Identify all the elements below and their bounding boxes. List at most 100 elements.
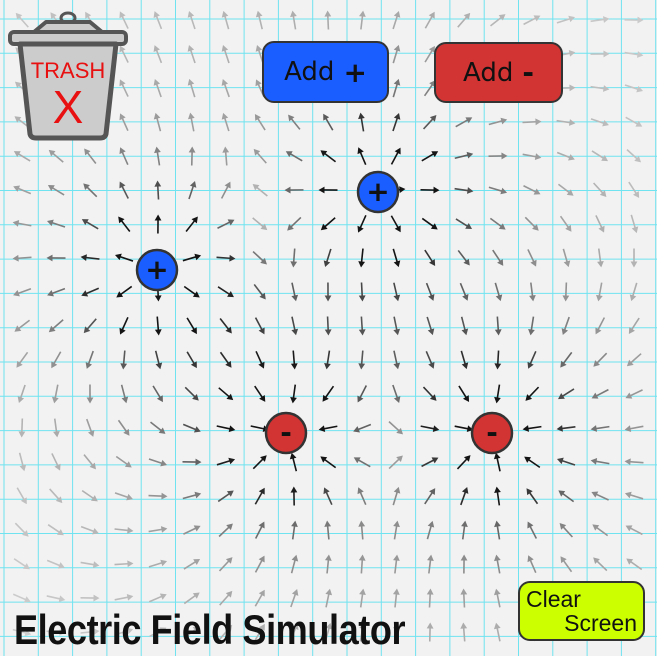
field-arrow: [353, 457, 371, 468]
field-arrow: [359, 588, 366, 608]
page-title: Electric Field Simulator: [14, 606, 406, 653]
field-arrow: [182, 423, 201, 433]
field-arrow: [182, 458, 202, 466]
field-arrow: [457, 12, 471, 28]
field-arrow: [154, 180, 162, 200]
field-arrow: [289, 623, 299, 642]
field-arrow: [524, 216, 539, 231]
field-arrow: [624, 491, 644, 500]
field-arrow: [46, 254, 66, 262]
field-arrow: [358, 282, 366, 302]
field-arrow: [12, 628, 32, 637]
field-arrow: [423, 80, 436, 97]
field-arrow: [527, 555, 537, 574]
field-arrow: [457, 249, 470, 266]
field-arrow: [291, 282, 299, 302]
field-arrow: [488, 117, 508, 126]
trash-icon[interactable]: TRASH X: [8, 11, 128, 141]
field-arrow: [392, 112, 401, 132]
field-arrow: [254, 521, 265, 539]
field-arrow: [324, 282, 332, 302]
charge-sign-label: +: [366, 175, 389, 208]
add-negative-label: Add: [463, 57, 514, 88]
field-arrow: [46, 219, 66, 228]
field-arrow: [323, 487, 333, 506]
field-arrow: [47, 524, 64, 536]
field-arrow: [392, 384, 401, 403]
field-arrow: [150, 421, 166, 434]
add-positive-label: Add: [284, 57, 335, 87]
field-arrow: [152, 385, 163, 403]
field-arrow: [628, 181, 640, 198]
field-arrow: [318, 425, 338, 432]
field-arrow: [358, 316, 366, 336]
field-arrow: [593, 352, 608, 367]
field-arrow: [494, 282, 503, 302]
field-arrow: [420, 186, 440, 194]
field-arrow: [51, 351, 62, 369]
field-arrow: [83, 454, 96, 470]
field-arrow: [80, 594, 100, 602]
field-arrow: [559, 522, 573, 538]
field-arrow: [115, 253, 134, 262]
field-arrow: [48, 149, 64, 163]
field-arrow: [255, 10, 263, 30]
add-positive-button[interactable]: Add +: [262, 41, 389, 103]
field-arrow: [393, 316, 401, 336]
field-arrow: [12, 254, 32, 262]
field-arrow: [455, 218, 473, 230]
clear-screen-button[interactable]: Clear Screen: [518, 581, 645, 641]
field-arrow: [186, 317, 197, 335]
field-arrow: [287, 216, 302, 231]
field-arrow: [186, 351, 197, 369]
field-arrow: [254, 385, 266, 402]
field-arrow: [80, 628, 100, 636]
field-arrow: [426, 520, 435, 540]
field-arrow: [357, 385, 368, 403]
negative-charge[interactable]: -: [264, 411, 308, 455]
field-arrow: [254, 589, 265, 607]
field-arrow: [217, 286, 234, 298]
field-arrow: [625, 389, 643, 399]
field-arrow: [494, 554, 501, 574]
field-arrow: [460, 588, 468, 608]
field-arrow: [187, 78, 196, 98]
field-arrow: [221, 44, 230, 64]
positive-charge[interactable]: +: [135, 248, 179, 292]
field-arrow: [154, 350, 163, 370]
field-arrow: [492, 249, 504, 266]
field-arrow: [426, 622, 434, 642]
field-arrow: [454, 151, 474, 160]
field-arrow: [218, 557, 233, 572]
field-arrow: [114, 593, 134, 601]
field-arrow: [220, 181, 231, 199]
field-arrow: [219, 624, 233, 640]
field-arrow: [358, 350, 366, 370]
field-arrow: [153, 11, 163, 30]
field-arrow: [624, 51, 644, 58]
field-arrow: [494, 384, 501, 404]
field-arrow: [13, 185, 32, 195]
field-arrow: [80, 254, 100, 261]
field-arrow: [625, 525, 643, 536]
field-arrow: [290, 486, 298, 506]
field-arrow: [222, 146, 230, 166]
field-arrow: [458, 385, 470, 403]
field-arrow: [460, 622, 468, 642]
charges-layer[interactable]: + + - -: [135, 170, 514, 455]
field-arrow: [221, 79, 230, 98]
trash-label: TRASH: [31, 58, 106, 83]
clear-label-line1: Clear: [526, 586, 581, 612]
field-arrow: [630, 214, 639, 234]
field-arrow: [392, 486, 401, 506]
field-arrow: [459, 282, 469, 301]
negative-charge[interactable]: -: [470, 411, 514, 455]
field-arrow: [148, 492, 168, 500]
field-arrow: [289, 452, 298, 472]
field-arrow: [115, 455, 132, 468]
positive-charge[interactable]: +: [356, 170, 400, 214]
field-arrow: [83, 318, 97, 334]
field-arrow: [253, 148, 267, 164]
field-arrow: [424, 45, 435, 63]
add-negative-button[interactable]: Add -: [434, 42, 563, 103]
